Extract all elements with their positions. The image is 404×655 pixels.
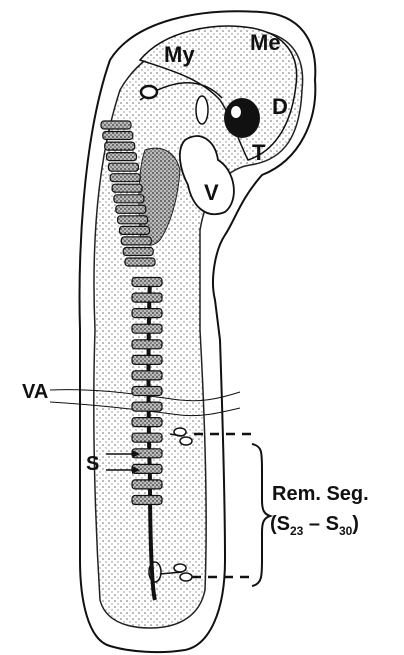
eye-blob xyxy=(224,98,260,138)
label-my: My xyxy=(164,42,195,67)
somite xyxy=(107,153,137,161)
somite xyxy=(132,480,162,489)
somite xyxy=(101,121,131,129)
somite xyxy=(132,418,162,427)
somite xyxy=(120,226,150,234)
label-rem-seg: Rem. Seg. xyxy=(272,483,369,505)
somite xyxy=(132,387,162,396)
somite xyxy=(118,216,148,224)
somite xyxy=(103,132,133,140)
label-t: T xyxy=(252,140,266,165)
somite xyxy=(123,248,153,256)
somite xyxy=(132,433,162,442)
label-s: S xyxy=(86,453,99,475)
label-me: Me xyxy=(250,30,281,55)
somite xyxy=(132,340,162,349)
somite xyxy=(105,142,135,150)
somite xyxy=(110,174,140,182)
somite xyxy=(116,205,146,213)
otic-vesicle xyxy=(141,86,157,98)
somite xyxy=(114,195,144,203)
somite xyxy=(132,355,162,364)
eye-highlight xyxy=(231,106,241,118)
somite xyxy=(132,402,162,411)
somite xyxy=(108,163,138,171)
label-v: V xyxy=(204,180,219,205)
somite xyxy=(121,237,151,245)
somite xyxy=(132,496,162,505)
somite xyxy=(132,324,162,333)
somite xyxy=(132,278,162,287)
somite xyxy=(112,184,142,192)
label-va: VA xyxy=(22,381,48,403)
rem-seg-brace xyxy=(252,444,270,586)
somite xyxy=(132,309,162,318)
heart-atrium xyxy=(196,96,208,124)
label-d: D xyxy=(272,94,288,119)
label-segment-range: (S23 – S30) xyxy=(270,513,359,538)
somite xyxy=(132,371,162,380)
somite xyxy=(132,293,162,302)
somite xyxy=(125,258,155,266)
